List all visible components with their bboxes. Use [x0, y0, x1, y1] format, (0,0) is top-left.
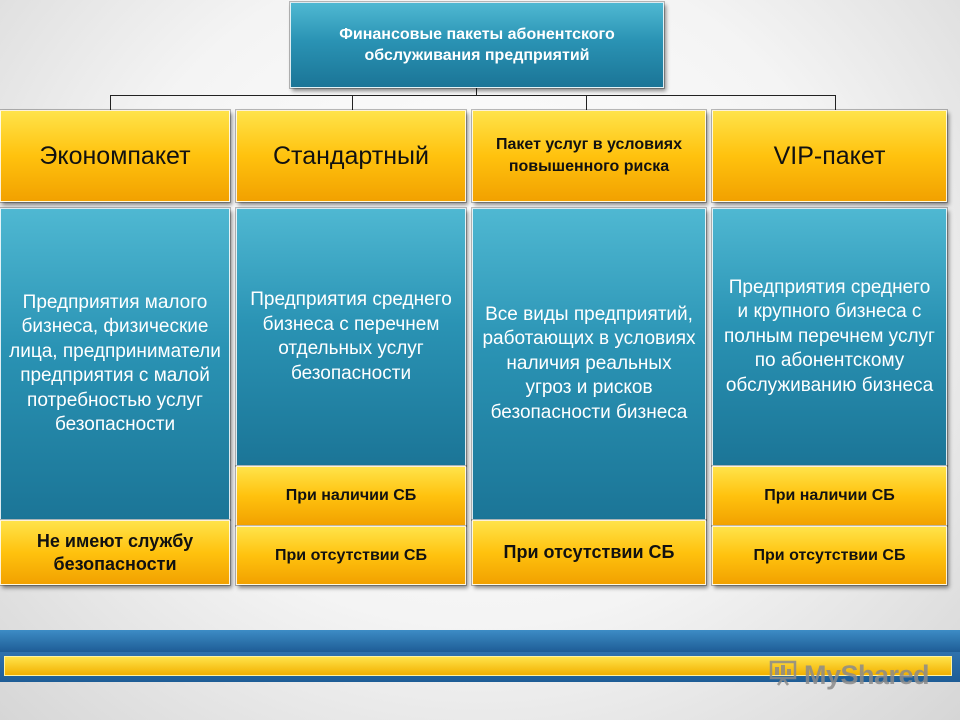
- footer-band-top: [0, 630, 960, 652]
- package-high-risk-description: Все виды предприятий, работающих в услов…: [482, 303, 696, 423]
- package-economy-name: Экономпакет: [39, 141, 191, 170]
- package-standard-description: Предприятия среднего бизнеса с перечнем …: [250, 289, 452, 384]
- footer-band-highlight: [4, 656, 952, 676]
- package-high-risk-name: Пакет услуг в условиях повышенного риска: [495, 136, 683, 175]
- condition-text: При отсутствии СБ: [275, 546, 427, 564]
- condition-text: При отсутствии СБ: [753, 546, 906, 564]
- package-standard-description-box: Предприятия среднего бизнеса с перечнем …: [236, 208, 466, 466]
- connector-bar: [110, 95, 836, 96]
- package-high-risk-description-box: Все виды предприятий, работающих в услов…: [472, 208, 706, 520]
- package-vip-description-box: Предприятия среднего и крупного бизнеса …: [712, 208, 947, 466]
- package-high-risk-condition-1: При отсутствии СБ: [472, 520, 706, 585]
- package-standard-header: Стандартный: [236, 110, 466, 202]
- package-economy-description-box: Предприятия малого бизнеса, физические л…: [0, 208, 230, 520]
- package-high-risk-header: Пакет услуг в условиях повышенного риска: [472, 110, 706, 202]
- connector-drop-3: [586, 95, 587, 110]
- package-vip-description: Предприятия среднего и крупного бизнеса …: [724, 276, 935, 396]
- watermark-text: MyShared: [804, 659, 930, 690]
- package-standard-name: Стандартный: [273, 141, 429, 170]
- connector-drop-2: [352, 95, 353, 110]
- condition-text: Не имеют службу безопасности: [36, 530, 194, 574]
- condition-text: При отсутствии СБ: [503, 542, 675, 562]
- connector-drop-4: [835, 95, 836, 110]
- condition-text: При наличии СБ: [764, 487, 895, 504]
- connector-drop-1: [110, 95, 111, 110]
- root-node: Финансовые пакеты абонентского обслужива…: [290, 2, 664, 88]
- package-vip-condition-1: При наличии СБ: [712, 466, 947, 526]
- root-title: Финансовые пакеты абонентского обслужива…: [339, 26, 615, 64]
- package-economy-condition-1: Не имеют службу безопасности: [0, 520, 230, 585]
- package-vip-condition-2: При отсутствии СБ: [712, 526, 947, 585]
- myshared-watermark: MyShared: [768, 655, 938, 695]
- presentation-icon: [768, 658, 798, 693]
- package-vip-name: VIP-пакет: [773, 141, 886, 170]
- connector-trunk: [476, 88, 477, 96]
- condition-text: При наличии СБ: [285, 487, 417, 504]
- package-economy-header: Экономпакет: [0, 110, 230, 202]
- package-standard-condition-1: При наличии СБ: [236, 466, 466, 526]
- package-standard-condition-2: При отсутствии СБ: [236, 526, 466, 585]
- package-vip-header: VIP-пакет: [712, 110, 947, 202]
- package-economy-description: Предприятия малого бизнеса, физические л…: [9, 291, 221, 436]
